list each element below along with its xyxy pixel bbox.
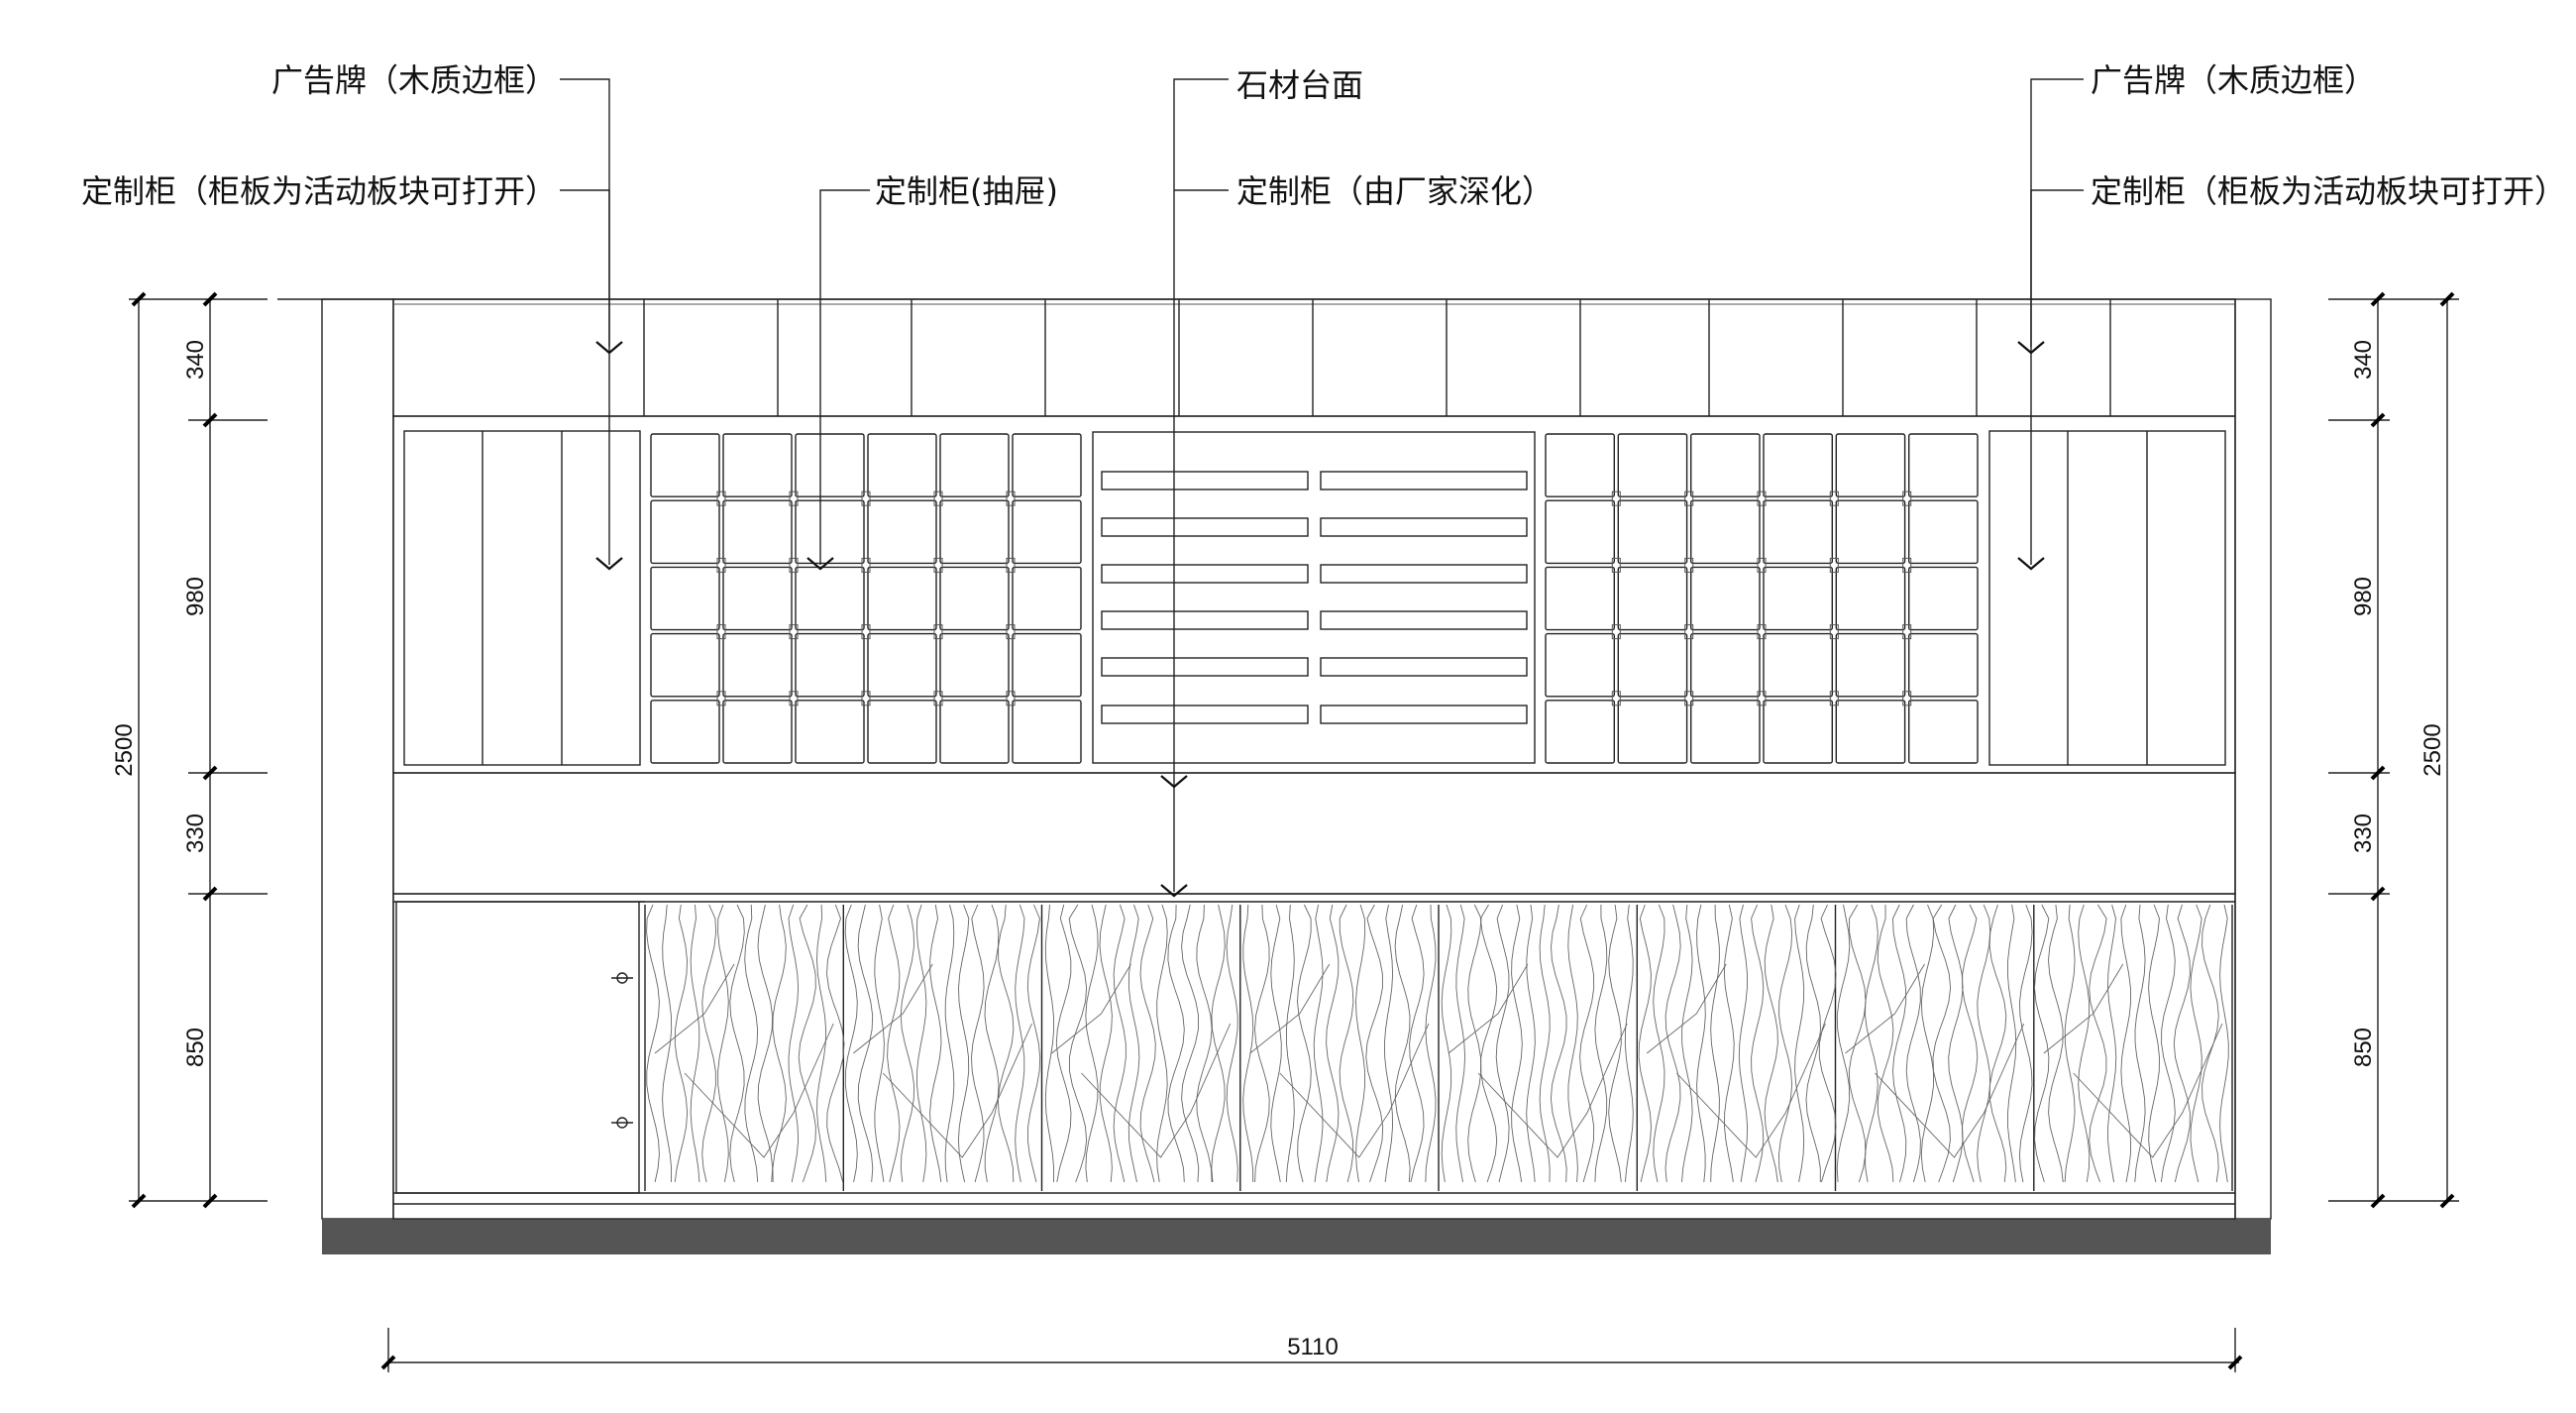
drawer-handle xyxy=(861,691,871,706)
stone-countertop xyxy=(392,772,2236,895)
label-sign-right: 广告牌（木质边框） xyxy=(2091,61,2376,99)
drawer-handle xyxy=(789,624,799,640)
drawer-handle xyxy=(1684,490,1694,506)
drawer-handle xyxy=(1006,624,1016,640)
drawer-grid-left xyxy=(650,433,1082,764)
drawer-handle xyxy=(1757,490,1767,506)
dim-right-upper: 980 xyxy=(2350,577,2377,616)
dim-left-total: 2500 xyxy=(111,723,138,776)
dim-right-sign: 340 xyxy=(2350,340,2377,380)
drawer-handle xyxy=(1611,624,1621,640)
drawer-handle xyxy=(1829,490,1839,506)
drawer-handle xyxy=(1829,557,1839,573)
drawer-handle xyxy=(1611,557,1621,573)
right-wall xyxy=(2234,298,2272,1220)
drawer-handle xyxy=(1902,624,1912,640)
drawer-handle xyxy=(933,691,943,706)
lower-cabinet xyxy=(392,893,2236,1220)
leader-lines xyxy=(560,78,2084,892)
dimension-lines xyxy=(129,298,2459,1372)
upper-right-cabinet xyxy=(1988,430,2226,766)
label-sign-left: 广告牌（木质边框） xyxy=(271,61,557,99)
drawer-handle xyxy=(716,691,726,706)
label-drawer-cabinet: 定制柜(抽屉) xyxy=(875,172,1058,210)
drawer-handle xyxy=(789,691,799,706)
drawer-handle xyxy=(1829,691,1839,706)
dim-right-counter: 330 xyxy=(2350,814,2377,853)
label-stone-top: 石材台面 xyxy=(1236,66,1363,104)
drawer-handle xyxy=(1902,490,1912,506)
door-knob-lower xyxy=(611,1117,633,1129)
leader-arrowheads xyxy=(595,341,2045,898)
drawer-handle xyxy=(1611,490,1621,506)
drawer-handle xyxy=(1684,691,1694,706)
drawer-handle xyxy=(861,557,871,573)
dim-left-upper: 980 xyxy=(182,577,209,616)
door-knob-upper xyxy=(611,972,633,984)
dim-right-total: 2500 xyxy=(2419,723,2446,776)
drawer-handle xyxy=(1829,624,1839,640)
drawer-handle xyxy=(1684,557,1694,573)
left-wall xyxy=(321,298,394,1220)
drawer-handle xyxy=(861,624,871,640)
drawer-handle xyxy=(716,490,726,506)
drawer-handle xyxy=(1757,691,1767,706)
label-cabinet-right: 定制柜（柜板为活动板块可打开） xyxy=(2091,172,2566,210)
dim-left-lower: 850 xyxy=(182,1028,209,1067)
drawer-handle xyxy=(1006,490,1016,506)
sign-panels xyxy=(392,298,2236,417)
label-cabinet-left: 定制柜（柜板为活动板块可打开） xyxy=(81,172,557,210)
drawer-handle xyxy=(933,557,943,573)
dim-left-sign: 340 xyxy=(182,340,209,380)
drawer-handle xyxy=(1902,691,1912,706)
floor-base xyxy=(322,1219,2271,1254)
drawer-handle xyxy=(1902,557,1912,573)
drawer-handle xyxy=(933,490,943,506)
drawer-handle xyxy=(716,624,726,640)
upper-left-cabinet xyxy=(403,430,641,766)
drawer-handle xyxy=(1757,624,1767,640)
dim-width: 5110 xyxy=(1287,1334,1339,1360)
label-cabinet-factory: 定制柜（由厂家深化） xyxy=(1236,172,1554,210)
drawer-handle xyxy=(789,490,799,506)
dim-left-counter: 330 xyxy=(182,814,209,853)
drawer-handle xyxy=(789,557,799,573)
drawer-handle xyxy=(716,557,726,573)
drawer-grid-right xyxy=(1545,433,1979,764)
drawer-handle xyxy=(933,624,943,640)
center-display-cabinet xyxy=(1092,431,1536,764)
dim-right-lower: 850 xyxy=(2350,1028,2377,1067)
drawer-handle xyxy=(1611,691,1621,706)
dimension-ticks xyxy=(131,291,2455,1370)
drawer-handle xyxy=(1006,691,1016,706)
drawer-handle xyxy=(1757,557,1767,573)
drawer-handle xyxy=(1006,557,1016,573)
drawer-handle xyxy=(861,490,871,506)
drawer-handle xyxy=(1684,624,1694,640)
wood-grain-doors xyxy=(644,904,2233,1191)
